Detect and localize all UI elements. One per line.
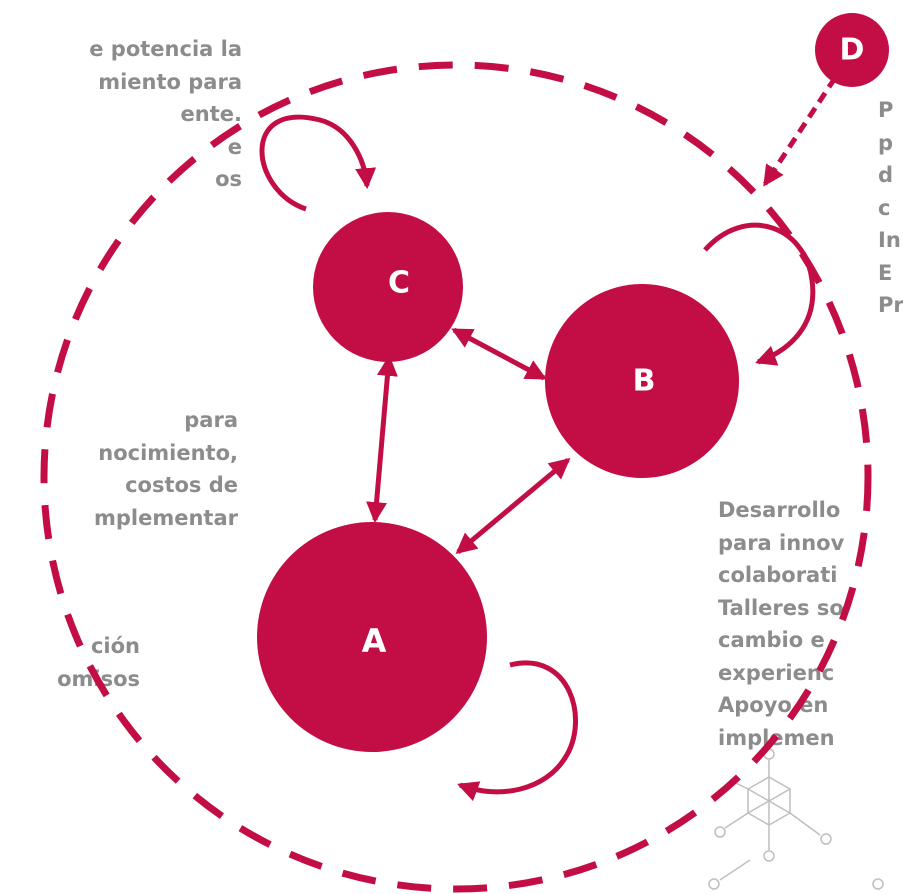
text-line: para <box>184 408 238 432</box>
text-line: ente. <box>180 102 242 126</box>
text-line: mplementar <box>94 505 238 530</box>
node-a-label: A <box>362 622 387 660</box>
text-line: experienc <box>718 660 835 685</box>
text-line: miento para <box>98 69 242 94</box>
arrow-c-b <box>451 327 547 381</box>
right-text-bottom: Desarrollo para innov colaborati Tallere… <box>718 494 844 754</box>
text-line: e <box>227 134 242 159</box>
text-line: E <box>878 260 893 285</box>
text-line: Pr <box>878 293 903 317</box>
arrow-c-a <box>366 354 398 524</box>
text-line: P <box>878 98 894 122</box>
text-line: Apoyo en <box>718 693 829 717</box>
arrow-b-a <box>455 457 571 555</box>
self-loop-a <box>457 660 579 802</box>
node-c: C <box>313 212 463 362</box>
text-line: d <box>878 163 894 187</box>
arrow-d-to-circle <box>762 76 838 187</box>
node-d-label: D <box>840 33 865 68</box>
node-d: D <box>815 13 889 87</box>
dashed-boundary-circle <box>40 61 872 893</box>
text-line: nocimiento, <box>98 440 238 465</box>
text-line: Talleres so <box>718 595 844 620</box>
right-text-top: P p d c In E Pr <box>878 94 903 322</box>
node-c-label: C <box>388 266 410 301</box>
node-b-label: B <box>633 364 656 399</box>
text-line: ción <box>90 634 140 658</box>
text-line: c <box>878 195 891 220</box>
left-text-top: e potencia la miento para ente. e os <box>89 33 242 196</box>
left-text-mid: para nocimiento, costos de mplementar <box>94 404 238 534</box>
text-line: p <box>878 130 894 155</box>
network-snowflake-icon <box>708 748 884 890</box>
self-loop-c <box>259 114 377 212</box>
text-line: cambio e <box>718 628 825 652</box>
text-line: os <box>215 167 242 191</box>
text-line: para innov <box>718 530 845 555</box>
text-line: Desarrollo <box>718 498 841 522</box>
text-line: colaborati <box>718 563 838 587</box>
text-line: In <box>878 228 901 252</box>
text-line: costos de <box>125 473 238 497</box>
self-loop-b <box>703 222 816 366</box>
node-b: B <box>545 284 739 478</box>
node-a: A <box>257 522 487 752</box>
text-line: e potencia la <box>89 37 242 61</box>
